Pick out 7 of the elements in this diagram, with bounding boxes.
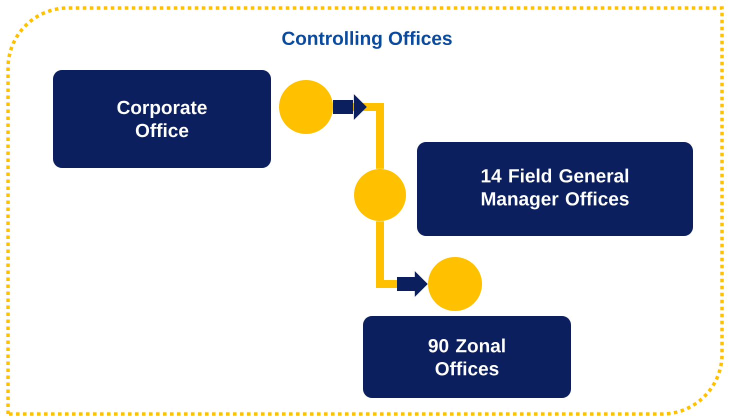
connector-circle — [428, 256, 482, 311]
office-box: Corporate Office — [53, 70, 271, 168]
office-box: 90 Zonal Offices — [363, 316, 571, 398]
office-box: 14 Field General Manager Offices — [417, 142, 693, 236]
arrow — [333, 94, 384, 169]
connector-circle — [279, 80, 333, 134]
connector-circle — [354, 168, 406, 221]
